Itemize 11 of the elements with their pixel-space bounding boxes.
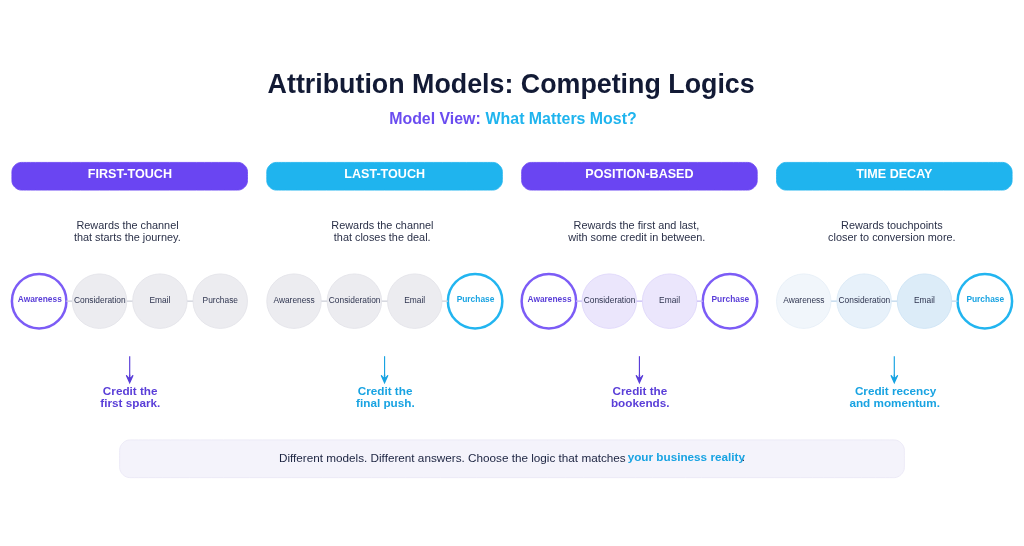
label: Rewards touchpoints closer to conversion more.	[828, 218, 956, 243]
label: What Matters Most?	[485, 109, 637, 127]
diagram-title: Attribution Models: Competing Logics	[267, 68, 755, 99]
label: Rewards the channel that closes the deal.	[331, 218, 434, 243]
node-text: Credit the bookends.	[610, 383, 670, 409]
node-text: Credit the final push.	[356, 383, 415, 409]
label: Rewards the first and last, with some credit in between.	[568, 218, 706, 243]
node-text: Credit recency and momentum.	[849, 383, 940, 409]
label: Model View:	[389, 109, 481, 127]
node-text: Credit the first spark.	[100, 383, 161, 409]
label: Rewards the channel that starts the journey.	[73, 218, 181, 243]
